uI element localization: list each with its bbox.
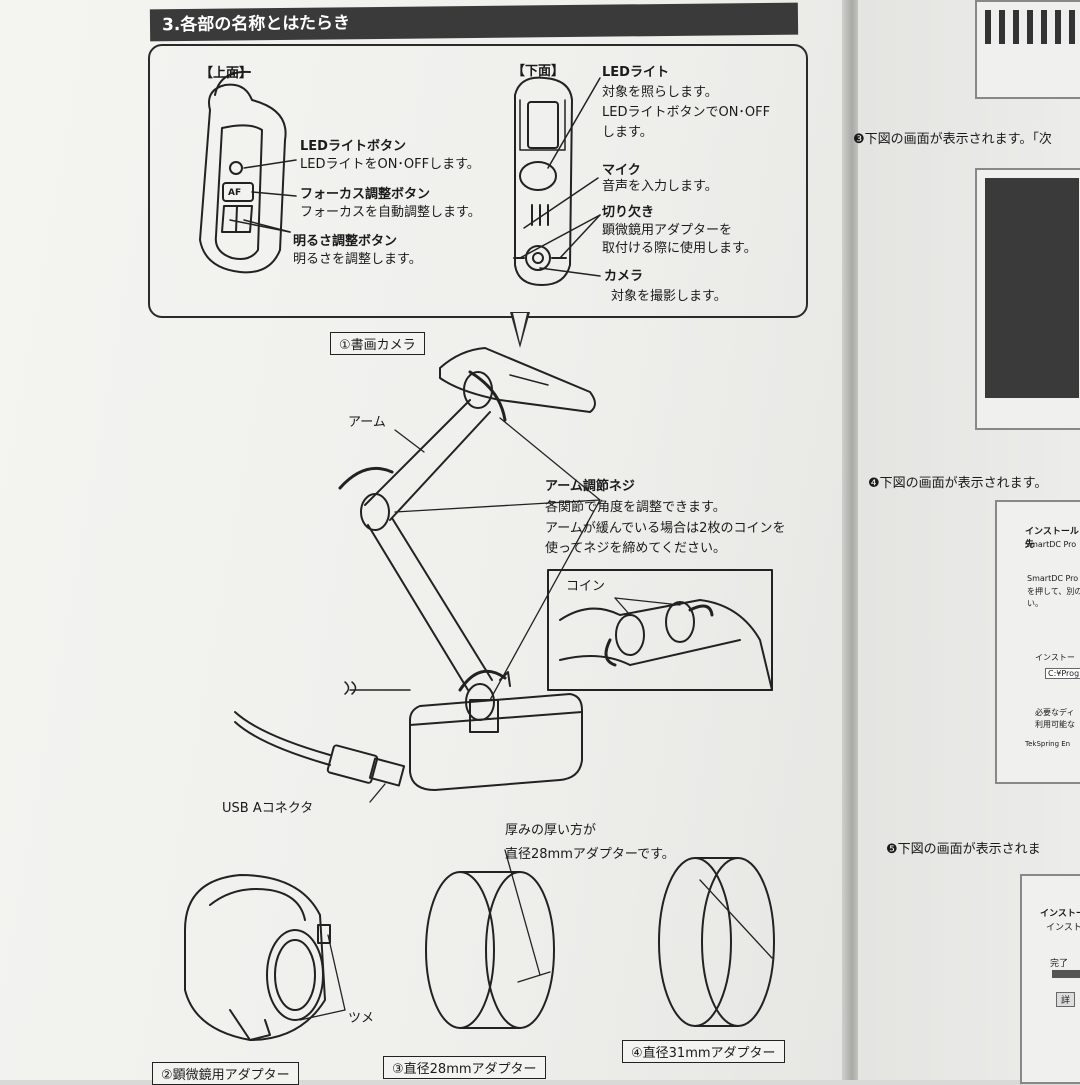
arm-screw-desc2: アームが緩んでいる場合は2枚のコインを	[545, 521, 786, 536]
manual-page	[0, 0, 855, 1080]
focus-button-desc: フォーカスを自動調整します。	[300, 205, 481, 220]
led-light-title: LEDライト	[602, 65, 669, 80]
adapter-31mm-label: ④直径31mmアダプター	[622, 1040, 785, 1063]
page-fold	[842, 0, 862, 1080]
arm-screw-desc1: 各関節で角度を調整できます。	[545, 500, 726, 515]
progress-bar	[1052, 970, 1080, 978]
coin-inset-drawing	[547, 569, 773, 691]
led-light-desc1: 対象を照らします。	[602, 85, 718, 100]
usb-connector-label: USB Aコネクタ	[222, 801, 314, 816]
screen-image-2	[975, 168, 1080, 430]
complete-dialog: インストー インスト 完了 詳	[1020, 874, 1080, 1084]
install-dialog: インストール先 SmartDC Pro SmartDC Pro を押して、別の …	[995, 500, 1080, 784]
document-camera-drawing	[234, 347, 601, 803]
notch-title: 切り欠き	[602, 205, 655, 220]
screen-image-1	[975, 0, 1080, 99]
arm-screw-desc3: 使ってネジを締めてください。	[545, 541, 726, 556]
notch-desc1: 顕微鏡用アダプターを	[602, 223, 733, 238]
bottom-view-device-drawing	[513, 76, 601, 286]
tabs-label: ツメ	[348, 1011, 375, 1026]
coin-label: コイン	[566, 579, 606, 594]
dialog1-install: インストー	[1035, 653, 1075, 662]
details-button[interactable]: 詳	[1056, 992, 1076, 1007]
adapter-28mm-label: ③直径28mmアダプター	[383, 1056, 546, 1079]
dialog1-body2: を押して、別の	[1027, 587, 1080, 596]
document-camera-label: ①書画カメラ	[330, 332, 425, 355]
dialog2-done: 完了	[1050, 959, 1069, 969]
adapter-31mm-drawing	[658, 857, 775, 1027]
camera-title: カメラ	[604, 269, 644, 284]
brightness-button-desc: 明るさを調整します。	[293, 252, 422, 267]
microscope-adapter-label: ②顕微鏡用アダプター	[152, 1062, 299, 1085]
led-button-title: LEDライトボタン	[300, 139, 406, 154]
dialog2-title2: インスト	[1046, 923, 1080, 933]
callout-box	[148, 44, 808, 318]
install-path-field[interactable]: C:¥Prog	[1045, 668, 1080, 679]
dialog1-sub: SmartDC Pro	[1025, 540, 1077, 549]
dialog1-footer: TekSpring En	[1025, 740, 1071, 748]
dialog1-body3: い。	[1027, 599, 1043, 608]
dialog1-req2: 利用可能な	[1035, 720, 1075, 729]
bottom-view-heading: 【下面】	[512, 64, 565, 79]
dialog1-req1: 必要なディ	[1035, 708, 1075, 717]
arm-screw-title: アーム調節ネジ	[545, 479, 635, 494]
notch-desc2: 取付ける際に使用します。	[602, 241, 757, 256]
led-light-desc3: します。	[602, 125, 653, 140]
dialog2-title1: インストー	[1040, 909, 1080, 919]
step4-text: ❹下図の画面が表示されます。	[868, 476, 1048, 491]
led-light-desc2: LEDライトボタンでON･OFF	[602, 105, 771, 120]
dialog1-title: インストール先	[1025, 527, 1079, 550]
dialog1-body1: SmartDC Pro	[1027, 574, 1079, 583]
top-view-device-drawing	[199, 70, 297, 274]
microscope-adapter-drawing	[184, 874, 346, 1041]
thick-note-line1: 厚みの厚い方が	[505, 823, 597, 838]
brightness-button-title: 明るさ調整ボタン	[293, 234, 398, 249]
led-button-desc: LEDライトをON･OFFします。	[300, 157, 480, 172]
thick-note-line2: 直径28mmアダプターです。	[505, 847, 675, 862]
top-view-heading: 【上面】	[200, 66, 253, 81]
camera-desc: 対象を撮影します。	[611, 289, 727, 304]
af-mark: AF	[228, 188, 242, 198]
step5-text: ❺下図の画面が表示されま	[886, 842, 1041, 857]
adapter-28mm-drawing	[425, 849, 555, 1029]
mic-desc: 音声を入力します。	[602, 179, 718, 194]
arm-label: アーム	[348, 415, 386, 430]
mic-title: マイク	[602, 163, 641, 178]
focus-button-title: フォーカス調整ボタン	[300, 187, 431, 202]
step3-text: ❸下図の画面が表示されます。「次	[853, 132, 1052, 147]
